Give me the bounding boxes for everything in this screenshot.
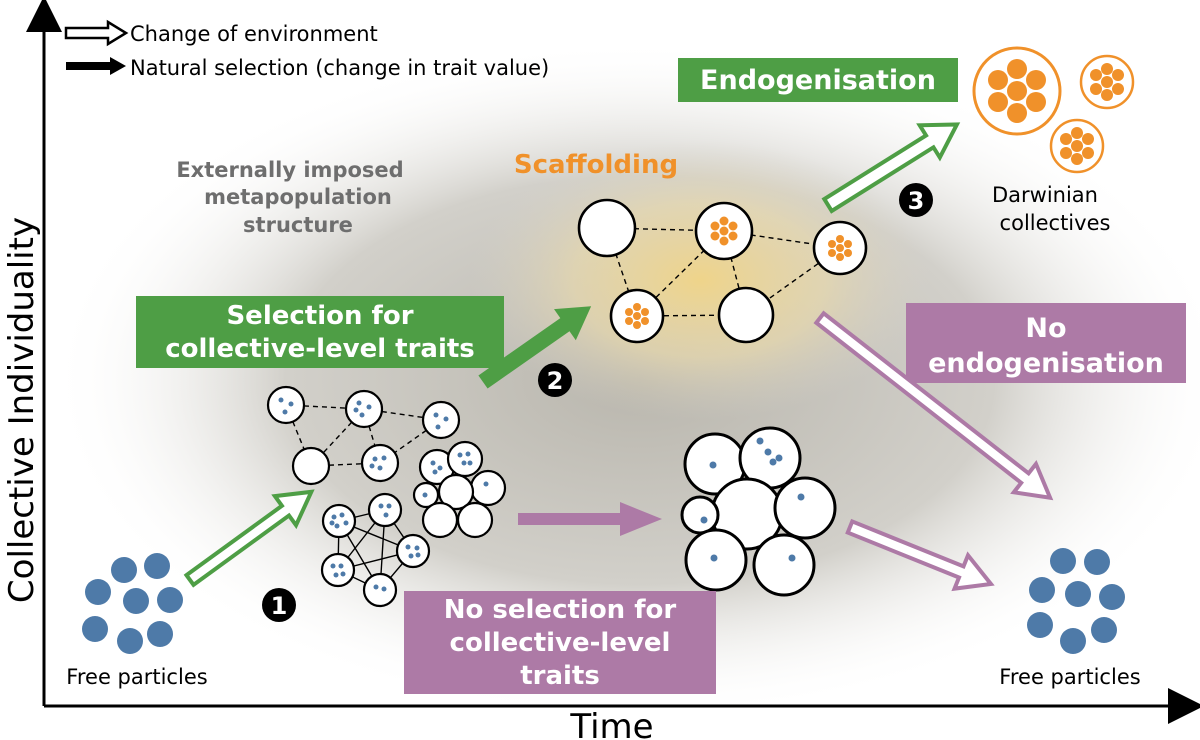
legend: Change of environment Natural selection … bbox=[64, 19, 549, 80]
free-particles-end bbox=[1027, 548, 1125, 654]
metapopulation-network-upper bbox=[266, 385, 461, 486]
step-3-number: 3 bbox=[908, 187, 925, 215]
no-endogenisation-line-2: endogenisation bbox=[928, 348, 1164, 379]
legend-solid-arrow-icon bbox=[66, 57, 126, 75]
darwinian-collectives-line-1: Darwinian bbox=[992, 183, 1098, 207]
selection-for-line-1: Selection for bbox=[226, 301, 413, 331]
free-particles-start-label: Free particles bbox=[66, 665, 207, 689]
no-selection-line-3: traits bbox=[520, 661, 600, 691]
darwinian-collectives-line-2: collectives bbox=[1000, 211, 1111, 235]
arrow-2 bbox=[478, 306, 592, 389]
step-3-badge: 3 bbox=[899, 183, 933, 217]
free-particles-start bbox=[82, 553, 183, 654]
external-structure-label: Externally imposed metapopulation struct… bbox=[176, 158, 403, 237]
selection-for-box: Selection for collective-level traits bbox=[136, 296, 504, 368]
packed-cluster-small bbox=[412, 440, 507, 539]
arrow-aggregate-to-free bbox=[845, 518, 995, 592]
legend-natural-selection: Natural selection (change in trait value… bbox=[130, 56, 549, 80]
packed-aggregate bbox=[680, 426, 837, 597]
step-2-badge: 2 bbox=[538, 363, 572, 397]
endogenisation-label: Endogenisation bbox=[700, 65, 936, 96]
collective-large bbox=[972, 46, 1062, 136]
free-particles-end-label: Free particles bbox=[999, 665, 1140, 689]
legend-hollow-arrow-icon bbox=[64, 19, 129, 47]
external-structure-line-3: structure bbox=[243, 213, 353, 237]
endogenisation-box: Endogenisation bbox=[678, 58, 958, 102]
step-2-number: 2 bbox=[547, 367, 564, 395]
no-selection-for-box: No selection for collective-level traits bbox=[404, 591, 716, 694]
collective-small-2 bbox=[1049, 118, 1105, 174]
arrow-1 bbox=[183, 489, 315, 588]
arrow-scaffold-to-free bbox=[813, 310, 1054, 501]
no-selection-line-1: No selection for bbox=[444, 595, 677, 625]
x-axis-label: Time bbox=[569, 707, 653, 740]
legend-change-of-environment: Change of environment bbox=[130, 22, 378, 46]
arrow-3 bbox=[821, 122, 961, 214]
external-structure-line-2: metapopulation bbox=[204, 185, 392, 209]
arrow-no-selection bbox=[518, 502, 662, 536]
scaffolding-label: Scaffolding bbox=[514, 150, 678, 180]
no-selection-line-2: collective-level bbox=[450, 628, 671, 658]
y-axis-label: Collective Individuality bbox=[2, 217, 42, 603]
collective-small-1 bbox=[1079, 54, 1135, 110]
metapopulation-network-lower bbox=[320, 492, 431, 608]
step-1-number: 1 bbox=[271, 592, 288, 620]
no-endogenisation-line-1: No bbox=[1025, 313, 1066, 344]
selection-for-line-2: collective-level traits bbox=[165, 334, 475, 364]
darwinian-collectives bbox=[972, 46, 1135, 174]
no-endogenisation-box: No endogenisation bbox=[906, 303, 1186, 383]
external-structure-line-1: Externally imposed bbox=[176, 158, 403, 182]
scaffolding-network bbox=[577, 198, 868, 344]
step-1-badge: 1 bbox=[262, 588, 296, 622]
